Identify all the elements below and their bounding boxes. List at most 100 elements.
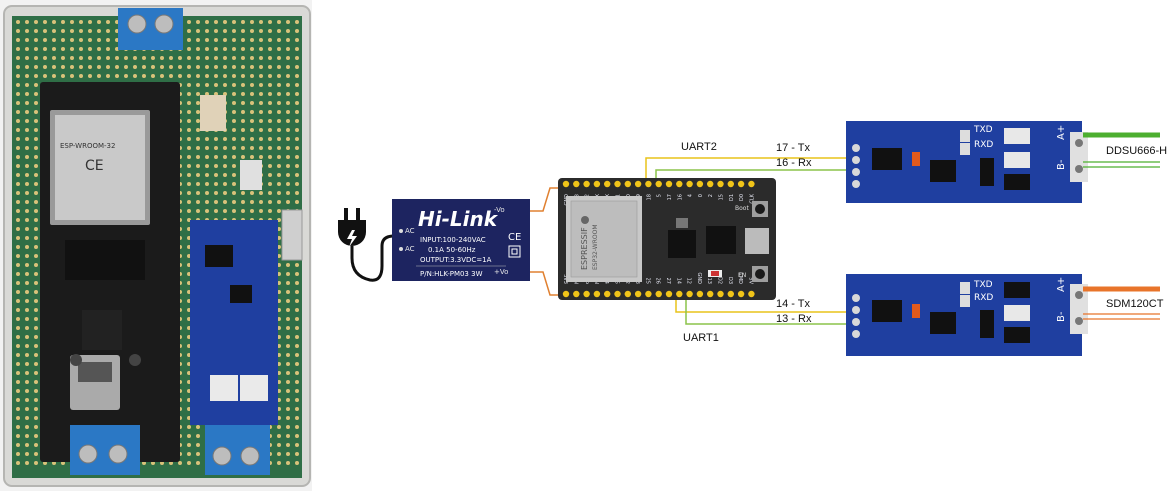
header-pin-bottom <box>624 290 631 298</box>
header-pin-top <box>676 180 683 188</box>
header-pin-bottom <box>737 290 745 298</box>
pin-label-bottom: 26 <box>655 278 661 284</box>
header-pin-top <box>624 180 631 188</box>
header-pin-bottom <box>676 290 683 298</box>
pin-label-bottom: CMD <box>737 272 743 284</box>
psu-input: INPUT:100-240VAC <box>420 236 486 244</box>
header-pin-top <box>604 180 611 188</box>
pin-label-bottom: D2 <box>717 277 723 284</box>
rs485-bottom-rxd: RXD <box>974 293 993 303</box>
pin-label-top: 2 <box>708 194 714 197</box>
header-pin-top <box>707 180 714 188</box>
header-pin-bottom <box>727 290 734 298</box>
pin-label-top: 5 <box>657 194 663 197</box>
rs485-module-bottom: TXD RXD A+ B- <box>846 274 1088 356</box>
pin-label-top: D1 <box>729 194 735 201</box>
header-pin-bottom <box>696 290 704 298</box>
header-pin-top <box>696 180 704 188</box>
svg-text:CE: CE <box>85 158 104 174</box>
header-pin-bottom <box>717 290 724 298</box>
pin-label-bottom: GND <box>696 273 702 285</box>
header-pin-bottom <box>562 290 570 298</box>
rs485-top-b: B- <box>1056 159 1067 170</box>
header-pin-bottom <box>593 290 601 298</box>
rs485-top-rxd: RXD <box>974 140 993 150</box>
header-pin-bottom <box>573 290 580 298</box>
pin-label-bottom: D3 <box>727 277 733 284</box>
pin-label-bottom: 13 <box>706 278 712 284</box>
pin-label-top: 18 <box>646 194 652 200</box>
pin-label-top: 15 <box>719 194 725 200</box>
pin-label-top: 4 <box>688 194 694 197</box>
psu-vo-minus: -Vo <box>494 206 505 214</box>
pin-label-bottom: 3V3 <box>562 274 568 284</box>
sdm-label: SDM120CT <box>1106 298 1164 310</box>
pin-label-top: CLK <box>749 193 755 203</box>
rs485-top-a: A+ <box>1056 125 1067 140</box>
header-pin-bottom <box>634 290 642 298</box>
header-pin-top <box>665 180 673 188</box>
uart1-rx-label: 13 - Rx <box>776 313 812 325</box>
rs485-module-top: TXD RXD A+ B- <box>846 121 1088 203</box>
rs485-bottom-a: A+ <box>1056 277 1067 292</box>
header-pin-top <box>583 180 590 188</box>
uart2-label: UART2 <box>681 141 717 153</box>
module-brand: ESPRESSIF <box>580 227 589 270</box>
header-pin-bottom <box>707 290 714 298</box>
header-pin-top <box>717 180 724 188</box>
boot-label: Boot <box>735 205 749 212</box>
header-pin-top <box>562 180 570 188</box>
header-pin-top <box>634 180 642 188</box>
module-name: ESP32-WROOM <box>592 225 599 271</box>
psu-ac-1: AC <box>405 227 415 235</box>
uart1-wires <box>675 300 858 325</box>
pin-label-bottom: 12 <box>686 278 692 284</box>
psu-ac-2: AC <box>405 245 415 253</box>
rs485-top-txd: TXD <box>973 125 993 135</box>
header-pin-top <box>573 180 580 188</box>
header-pin-bottom <box>748 290 755 298</box>
svg-text:ESP-WROOM-32: ESP-WROOM-32 <box>60 142 115 150</box>
uart1-label: UART1 <box>683 332 719 344</box>
assembled-board-photo: ESP-WROOM-32 CE <box>0 0 312 491</box>
pin-label-top: 0 <box>698 194 704 197</box>
rs485-bottom-b: B- <box>1056 311 1067 322</box>
header-pin-top <box>737 180 745 188</box>
header-pin-top <box>645 180 652 188</box>
rs485-bottom-txd: TXD <box>973 280 993 290</box>
hi-link-power-module: Hi-Link -Vo +Vo AC AC INPUT:100-240VAC 0… <box>392 199 530 281</box>
uart2-rx-label: 16 - Rx <box>776 157 812 169</box>
pin-label-bottom: 27 <box>665 278 671 284</box>
ce-mark: CE <box>508 232 521 243</box>
header-pin-bottom <box>665 290 673 298</box>
header-pin-top <box>727 180 734 188</box>
header-pin-top <box>655 180 662 188</box>
pin-label-top: D0 <box>739 194 745 201</box>
psu-model: P/N:HLK-PM03 3W <box>420 270 483 278</box>
psu-vo-plus: +Vo <box>494 268 508 276</box>
pin-label-bottom: 5V <box>747 277 753 284</box>
esp32-devkit: GND2322TXRX21GND19185171640215D1D0CLK 3V… <box>558 178 776 300</box>
psu-output: OUTPUT:3.3VDC=1A <box>420 256 492 264</box>
header-pin-top <box>593 180 601 188</box>
psu-brand: Hi-Link <box>418 207 499 231</box>
uart1-tx-label: 14 - Tx <box>776 298 811 310</box>
pin-label-top: 17 <box>667 194 673 200</box>
header-pin-bottom <box>614 290 621 298</box>
en-label: EN <box>738 272 746 279</box>
pin-label-bottom: 14 <box>675 278 681 284</box>
uart2-wires <box>645 157 858 178</box>
pin-label-bottom: 25 <box>644 278 650 284</box>
header-pin-bottom <box>604 290 611 298</box>
psu-current: 0.1A 50-60Hz <box>428 246 476 254</box>
header-pin-bottom <box>583 290 590 298</box>
ddsu-label: DDSU666-H <box>1106 145 1167 157</box>
header-pin-top <box>614 180 621 188</box>
pin-label-top: 16 <box>677 194 683 200</box>
header-pin-top <box>748 180 755 188</box>
power-plug-icon <box>338 208 395 282</box>
header-pin-bottom <box>645 290 652 298</box>
header-pin-bottom <box>655 290 662 298</box>
header-pin-top <box>686 180 693 188</box>
